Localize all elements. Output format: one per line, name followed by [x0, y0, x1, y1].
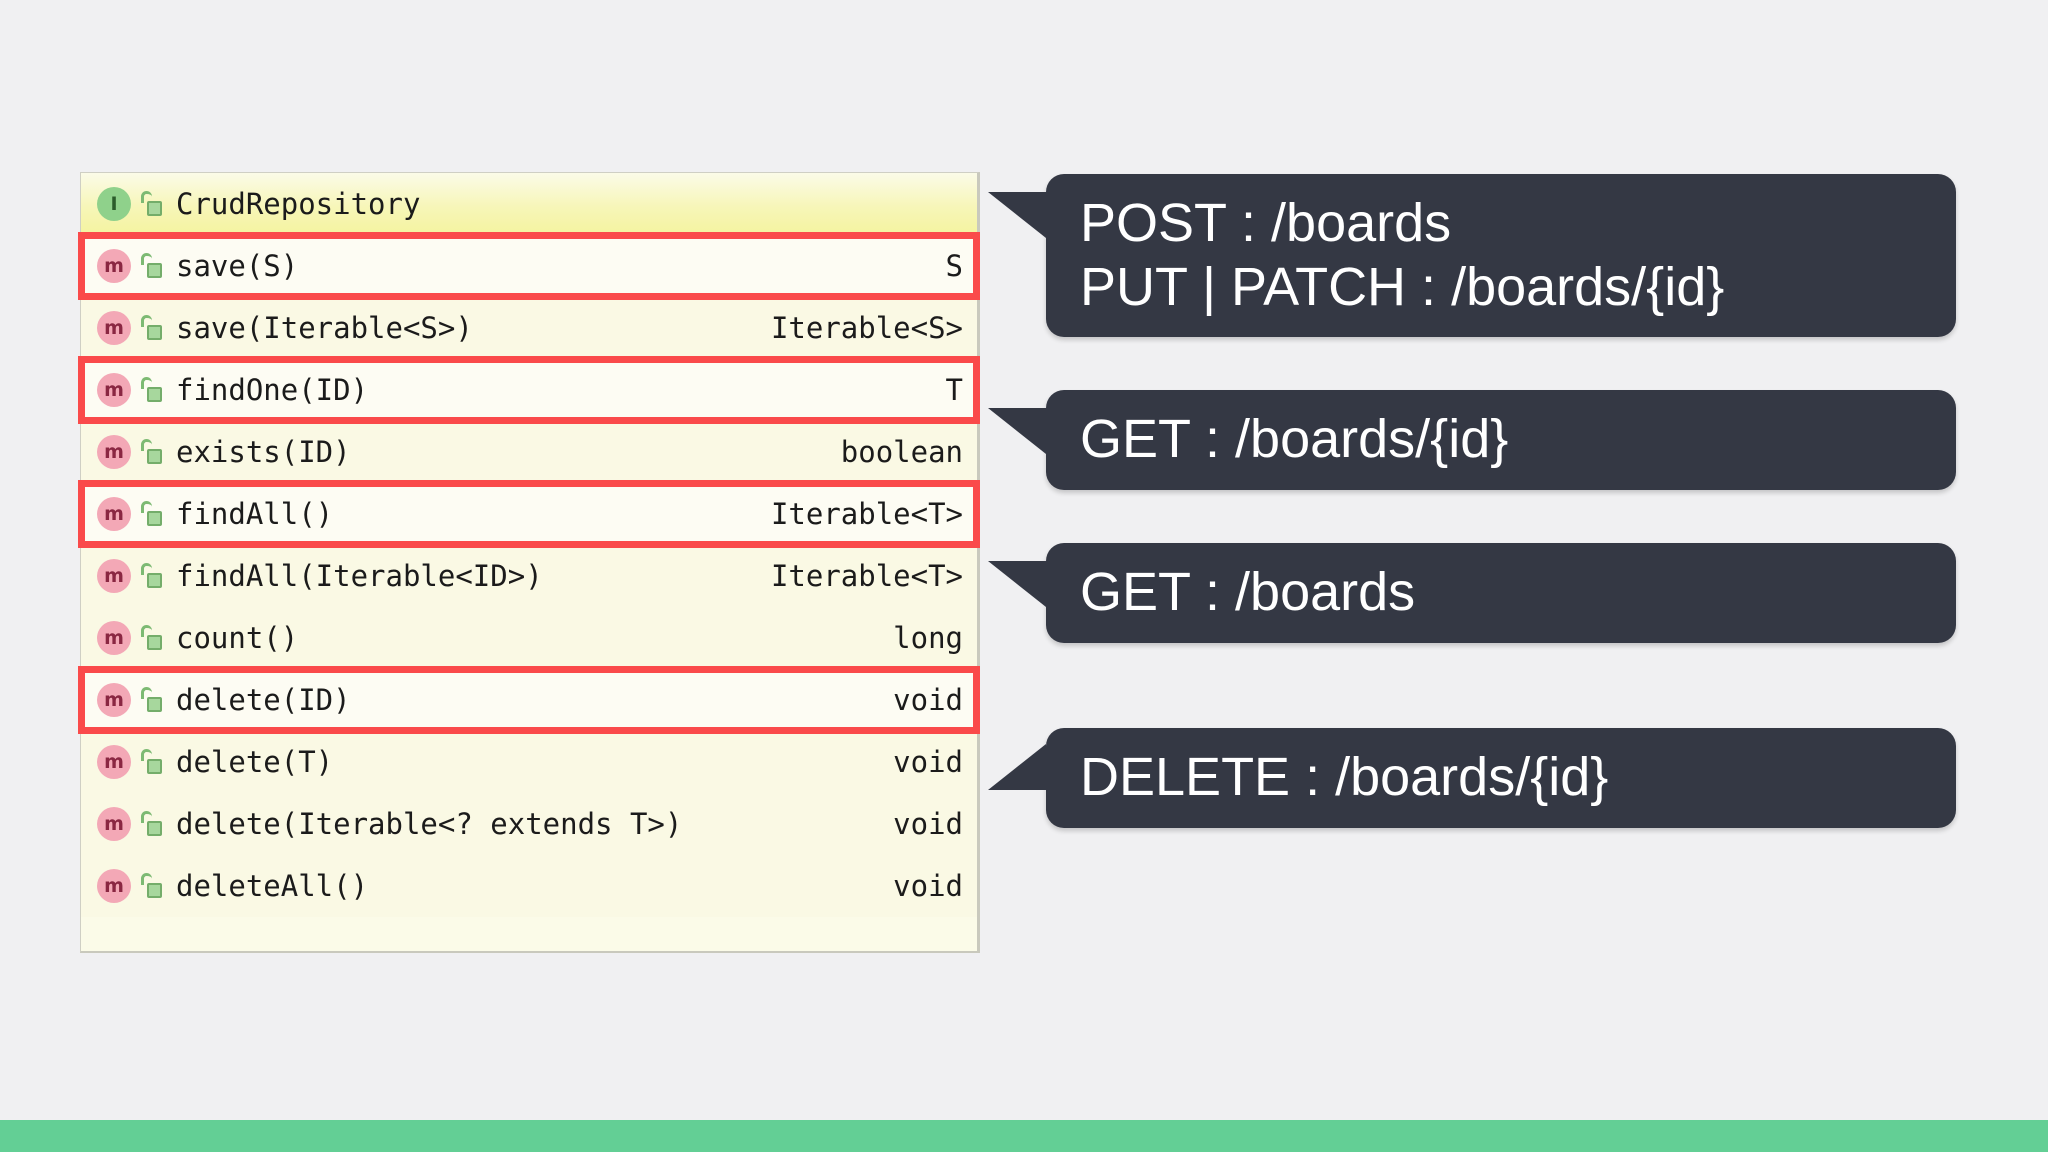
method-icon: m: [97, 435, 131, 469]
callout-get-board-by-id: GET : /boards/{id}: [988, 390, 1956, 490]
method-icon: m: [97, 807, 131, 841]
callout-post-put-patch: POST : /boards PUT | PATCH : /boards/{id…: [988, 174, 1956, 338]
row-icon-group: m: [97, 311, 162, 345]
structure-row-type: T: [945, 373, 963, 407]
callout-tail-icon: [988, 561, 1046, 607]
structure-row-findone-id[interactable]: m findOne(ID) T: [78, 356, 980, 424]
structure-row-exists-id[interactable]: m exists(ID) boolean: [81, 421, 977, 483]
method-icon: m: [97, 683, 131, 717]
callout-line: DELETE : /boards/{id}: [1080, 747, 1609, 807]
structure-row-type: S: [945, 249, 963, 283]
structure-row-name: save(Iterable<S>): [176, 311, 473, 345]
structure-row-name: count(): [176, 621, 299, 655]
structure-row-name: findAll(Iterable<ID>): [176, 559, 543, 593]
structure-row-delete-id[interactable]: m delete(ID) void: [78, 666, 980, 734]
method-icon: m: [97, 497, 131, 531]
method-icon: m: [97, 311, 131, 345]
structure-row-count[interactable]: m count() long: [81, 607, 977, 669]
structure-row-delete-iterable[interactable]: m delete(Iterable<? extends T>) void: [81, 793, 977, 855]
structure-row-interface[interactable]: I CrudRepository: [81, 173, 977, 235]
row-icon-group: I: [97, 187, 162, 221]
row-icon-group: m: [97, 249, 162, 283]
structure-row-deleteall[interactable]: m deleteAll() void: [81, 855, 977, 917]
structure-row-type: Iterable<T>: [770, 559, 963, 593]
row-icon-group: m: [97, 621, 162, 655]
structure-row-type: Iterable<T>: [770, 497, 963, 531]
structure-row-name: CrudRepository: [176, 187, 421, 221]
row-icon-group: m: [97, 745, 162, 779]
structure-row-name: findOne(ID): [176, 373, 369, 407]
method-icon: m: [97, 249, 131, 283]
row-icon-group: m: [97, 807, 162, 841]
callout-tail-icon: [988, 192, 1046, 238]
structure-row-name: delete(T): [176, 745, 334, 779]
interface-icon: I: [97, 187, 131, 221]
callout-tail-icon: [988, 744, 1046, 790]
method-icon: m: [97, 745, 131, 779]
public-unlock-icon: [140, 191, 162, 217]
callout-line: GET : /boards: [1080, 562, 1416, 622]
structure-row-name: findAll(): [176, 497, 334, 531]
public-unlock-icon: [140, 749, 162, 775]
callout-tail-icon: [988, 408, 1046, 454]
method-icon: m: [97, 621, 131, 655]
public-unlock-icon: [140, 873, 162, 899]
callout-line: POST : /boards: [1080, 193, 1452, 253]
structure-row-type: boolean: [840, 435, 963, 469]
structure-row-type: void: [893, 869, 963, 903]
structure-row-save-s[interactable]: m save(S) S: [78, 232, 980, 300]
public-unlock-icon: [140, 501, 162, 527]
callout-delete-board: DELETE : /boards/{id}: [988, 728, 1956, 828]
structure-row-delete-t[interactable]: m delete(T) void: [81, 731, 977, 793]
callout-line: PUT | PATCH : /boards/{id}: [1080, 256, 1725, 317]
method-icon: m: [97, 373, 131, 407]
structure-row-name: deleteAll(): [176, 869, 369, 903]
structure-row-name: save(S): [176, 249, 299, 283]
structure-row-save-iterable[interactable]: m save(Iterable<S>) Iterable<S>: [81, 297, 977, 359]
callout-line: GET : /boards/{id}: [1080, 409, 1509, 469]
row-icon-group: m: [97, 373, 162, 407]
row-icon-group: m: [97, 497, 162, 531]
structure-row-type: void: [893, 683, 963, 717]
public-unlock-icon: [140, 563, 162, 589]
row-icon-group: m: [97, 869, 162, 903]
callout-get-boards: GET : /boards: [988, 543, 1956, 643]
public-unlock-icon: [140, 377, 162, 403]
structure-row-name: delete(Iterable<? extends T>): [176, 807, 683, 841]
crud-repository-structure-panel: I CrudRepository m save(S) S m save(Iter…: [78, 172, 980, 953]
public-unlock-icon: [140, 811, 162, 837]
public-unlock-icon: [140, 625, 162, 651]
structure-row-type: void: [893, 745, 963, 779]
public-unlock-icon: [140, 687, 162, 713]
row-icon-group: m: [97, 683, 162, 717]
method-icon: m: [97, 869, 131, 903]
row-icon-group: m: [97, 559, 162, 593]
row-icon-group: m: [97, 435, 162, 469]
method-icon: m: [97, 559, 131, 593]
structure-row-name: exists(ID): [176, 435, 351, 469]
public-unlock-icon: [140, 439, 162, 465]
structure-row-findall[interactable]: m findAll() Iterable<T>: [78, 480, 980, 548]
structure-row-type: long: [893, 621, 963, 655]
public-unlock-icon: [140, 253, 162, 279]
structure-row-type: Iterable<S>: [770, 311, 963, 345]
public-unlock-icon: [140, 315, 162, 341]
structure-row-findall-iterable[interactable]: m findAll(Iterable<ID>) Iterable<T>: [81, 545, 977, 607]
structure-row-name: delete(ID): [176, 683, 351, 717]
structure-row-type: void: [893, 807, 963, 841]
bottom-accent-bar: [0, 1120, 2048, 1152]
